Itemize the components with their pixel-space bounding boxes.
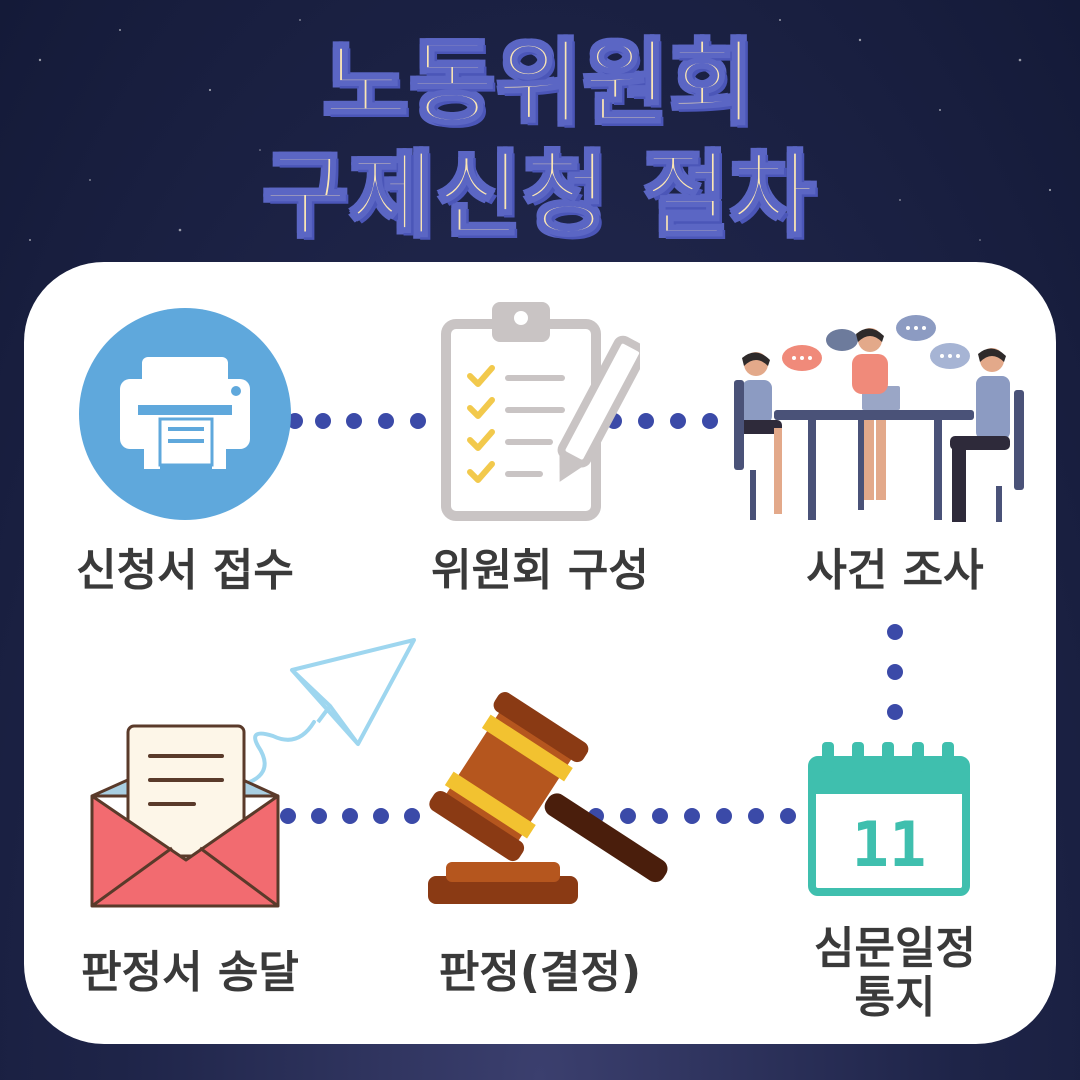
connector-dot [702,413,718,429]
step-label-hearing-notice-line1: 심문일정 [814,923,976,974]
connector-dot [280,808,296,824]
step-label-decision: 판정(결정) [438,947,642,998]
connector-dot [670,413,686,429]
connector-dot [287,413,303,429]
connector-dot [780,808,796,824]
calendar-icon: 11 [808,742,970,896]
step-label-case-investigation: 사건 조사 [806,545,984,596]
connector-dot [373,808,389,824]
connector-dot [638,413,654,429]
page-title-line2: 구제신청 절차 [262,142,817,249]
meeting-people-icon [734,315,1024,522]
step-label-application-receipt: 신청서 접수 [76,545,294,596]
connector-dot [378,413,394,429]
envelope-letter-icon [90,638,416,908]
printer-icon [79,308,291,520]
connector-dot [887,704,903,720]
connector-dot [404,808,420,824]
connector-dot [620,808,636,824]
connector-dot [346,413,362,429]
step-label-hearing-notice-line2: 통지 [854,972,936,1024]
connector-dot [410,413,426,429]
connector-dot [684,808,700,824]
calendar-day-number: 11 [852,808,927,881]
connector-dot [716,808,732,824]
clipboard-checklist-icon [441,302,640,521]
connector-dot [342,808,358,824]
connector-dot [652,808,668,824]
page-title-line1: 노동위원회 [322,30,757,137]
connector-dot [887,664,903,680]
connector-dot [887,624,903,640]
gavel-icon [428,692,668,904]
step-label-decision-delivery: 판정서 송달 [81,947,299,998]
connector-dot [748,808,764,824]
step-label-committee-formation: 위원회 구성 [431,545,649,596]
connector-dot [315,413,331,429]
step-label-hearing-notice: 심문일정 통지 [750,924,1040,1023]
connector-dot [311,808,327,824]
